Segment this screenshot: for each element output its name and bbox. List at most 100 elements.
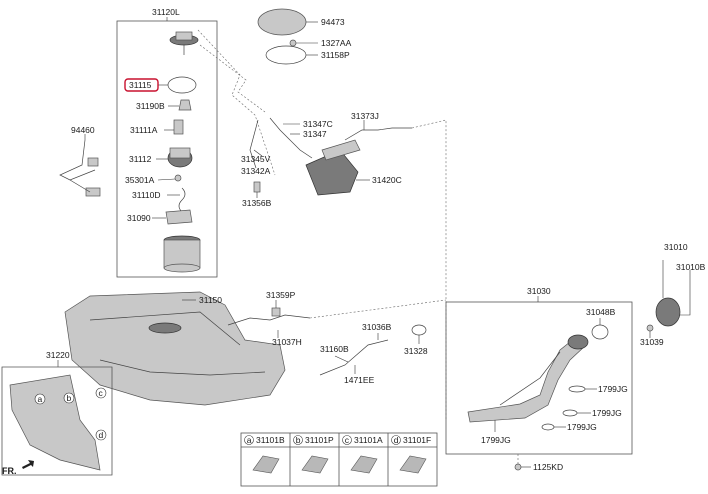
label-31030[interactable]: 31030 (527, 286, 551, 296)
vapor-line-b (269, 117, 313, 159)
label-31037H[interactable]: 31037H (272, 337, 302, 347)
cover-ring-part (265, 45, 307, 65)
hose-31373J (344, 127, 412, 141)
callout-d[interactable] (95, 429, 107, 441)
label-31420C[interactable]: 31420C (372, 175, 402, 185)
fitting-part (253, 181, 261, 193)
label-31120L[interactable]: 31120L (152, 7, 180, 17)
label-31048B[interactable]: 31048B (586, 307, 616, 317)
legend-pad-d (399, 455, 427, 474)
service-cover-part (257, 8, 307, 36)
label-31090[interactable]: 31090 (127, 213, 151, 223)
callout-b-text: b (67, 393, 72, 403)
gasket-part (591, 324, 609, 340)
callout-d-text: d (99, 430, 104, 440)
line-31359P (227, 314, 311, 326)
label-31110D[interactable]: 31110D (132, 190, 161, 200)
reservoir-part (163, 235, 201, 273)
heat-shield-frame (1, 366, 113, 476)
label-1799JG-a[interactable]: 1799JG (598, 384, 628, 394)
fuel-tank-part (64, 291, 286, 406)
legend-part-31101B[interactable]: 31101B (256, 435, 285, 445)
route-dash-1 (197, 29, 276, 176)
pump-body-part (167, 147, 193, 168)
label-1799JG-d[interactable]: 1799JG (481, 435, 511, 445)
legend-pad-c (350, 455, 378, 474)
clip-1799JG-c (541, 423, 555, 431)
label-31010[interactable]: 31010 (664, 242, 688, 252)
filler-neck-part (467, 334, 589, 423)
legend-table (240, 432, 438, 487)
bracket-part (165, 209, 193, 225)
label-31347[interactable]: 31347 (303, 129, 327, 139)
callout-a[interactable] (34, 393, 46, 405)
highlight-31115 (124, 78, 159, 92)
label-31010B[interactable]: 31010B (676, 262, 706, 272)
label-94460[interactable]: 94460 (71, 125, 95, 135)
legend-pad-b (301, 455, 329, 474)
bolt-1125KD-part (514, 463, 522, 471)
label-31345V[interactable]: 31345V (241, 154, 271, 164)
hose-part (178, 187, 186, 213)
legend-key-c (342, 435, 352, 445)
legend-pad-a (252, 455, 280, 474)
screw-part (646, 324, 654, 332)
label-31190B[interactable]: 31190B (136, 101, 165, 111)
label-31220[interactable]: 31220 (46, 350, 70, 360)
legend-key-text-a: a (247, 435, 252, 445)
label-31359P[interactable]: 31359P (266, 290, 296, 300)
clip-1799JG-b (562, 409, 578, 417)
regulator-part (173, 119, 184, 135)
label-31158P[interactable]: 31158P (321, 50, 350, 60)
label-1125KD[interactable]: 1125KD (533, 462, 563, 472)
label-1471EE[interactable]: 1471EE (344, 375, 375, 385)
label-31112[interactable]: 31112 (129, 154, 152, 164)
heat-shield-part (9, 374, 101, 471)
label-31115[interactable]: 31115 (129, 80, 152, 90)
label-31039[interactable]: 31039 (640, 337, 664, 347)
legend-key-text-d: d (394, 435, 399, 445)
route-dash-4 (309, 299, 447, 319)
clamp-ring-part (411, 324, 427, 336)
label-31111A[interactable]: 31111A (130, 125, 158, 135)
label-1799JG-c[interactable]: 1799JG (567, 422, 597, 432)
vapor-line-a (249, 119, 259, 169)
canister-part (305, 139, 361, 196)
o-ring-part (167, 76, 197, 94)
legend-key-b (293, 435, 303, 445)
pump-flange-part (169, 31, 199, 55)
hose-31036B (319, 339, 389, 376)
route-dash-3 (411, 119, 447, 420)
label-31342A[interactable]: 31342A (241, 166, 271, 176)
label-35301A[interactable]: 35301A (125, 175, 155, 185)
label-1327AA[interactable]: 1327AA (321, 38, 352, 48)
label-31150[interactable]: 31150 (199, 295, 222, 305)
label-31160B[interactable]: 31160B (320, 344, 349, 354)
label-31356B[interactable]: 31356B (242, 198, 272, 208)
label-31036B[interactable]: 31036B (362, 322, 392, 332)
sender-part (59, 139, 101, 197)
callout-c-text: c (99, 388, 104, 398)
legend-part-31101P[interactable]: 31101P (305, 435, 334, 445)
label-31373J[interactable]: 31373J (351, 111, 379, 121)
legend-part-31101F[interactable]: 31101F (403, 435, 431, 445)
route-dash-2 (199, 44, 266, 113)
label-31347C[interactable]: 31347C (303, 119, 333, 129)
label-31328[interactable]: 31328 (404, 346, 428, 356)
legend-part-31101A[interactable]: 31101A (354, 435, 383, 445)
clip-part (174, 174, 182, 182)
callout-c[interactable] (95, 387, 107, 399)
callout-b[interactable] (63, 392, 75, 404)
legend-key-text-c: c (345, 435, 350, 445)
filler-neck-frame (445, 301, 633, 455)
bolt-part (289, 39, 297, 47)
clip-1799JG-a (568, 385, 586, 393)
legend-key-a (244, 435, 254, 445)
callout-a-text: a (38, 394, 43, 404)
label-1799JG-b[interactable]: 1799JG (592, 408, 622, 418)
label-94473[interactable]: 94473 (321, 17, 345, 27)
legend-key-d (391, 435, 401, 445)
legend-key-text-b: b (296, 435, 301, 445)
